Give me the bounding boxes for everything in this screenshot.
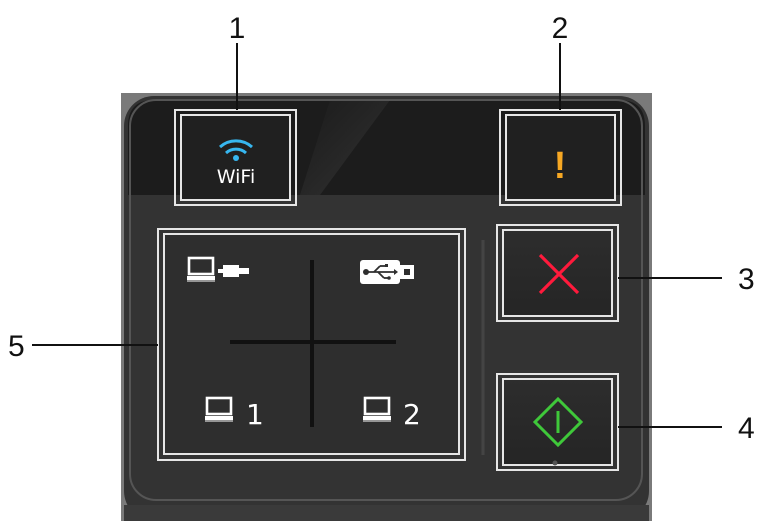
go-indicator-led [552, 460, 558, 466]
callout-2: 2 [552, 12, 569, 45]
wifi-button[interactable]: WiFi [174, 109, 297, 206]
error-indicator: ! [499, 109, 622, 206]
pc2-button[interactable]: 2 [361, 396, 421, 431]
usb-icon[interactable] [360, 260, 414, 284]
power-diamond-icon [532, 396, 584, 448]
cancel-button[interactable] [496, 224, 619, 322]
laptop-network-icon[interactable] [185, 256, 249, 283]
x-cancel-icon [538, 253, 580, 295]
pc2-label: 2 [403, 398, 421, 431]
callout-leaders [32, 43, 722, 428]
wifi-label: WiFi [217, 166, 255, 188]
pc1-label: 1 [246, 398, 264, 431]
wifi-icon [219, 139, 253, 161]
go-button[interactable] [496, 373, 619, 471]
exclamation-icon: ! [554, 145, 567, 187]
callout-3: 3 [738, 263, 755, 296]
callout-4: 4 [738, 412, 755, 445]
panel-gloss [300, 100, 390, 195]
pc1-button[interactable]: 1 [203, 396, 264, 431]
panel-bottom-edge [124, 505, 649, 521]
callout-5: 5 [8, 330, 25, 363]
mode-selector[interactable]: 1 2 [157, 228, 466, 461]
callout-1: 1 [229, 12, 246, 45]
panel-inner-border [129, 99, 643, 501]
